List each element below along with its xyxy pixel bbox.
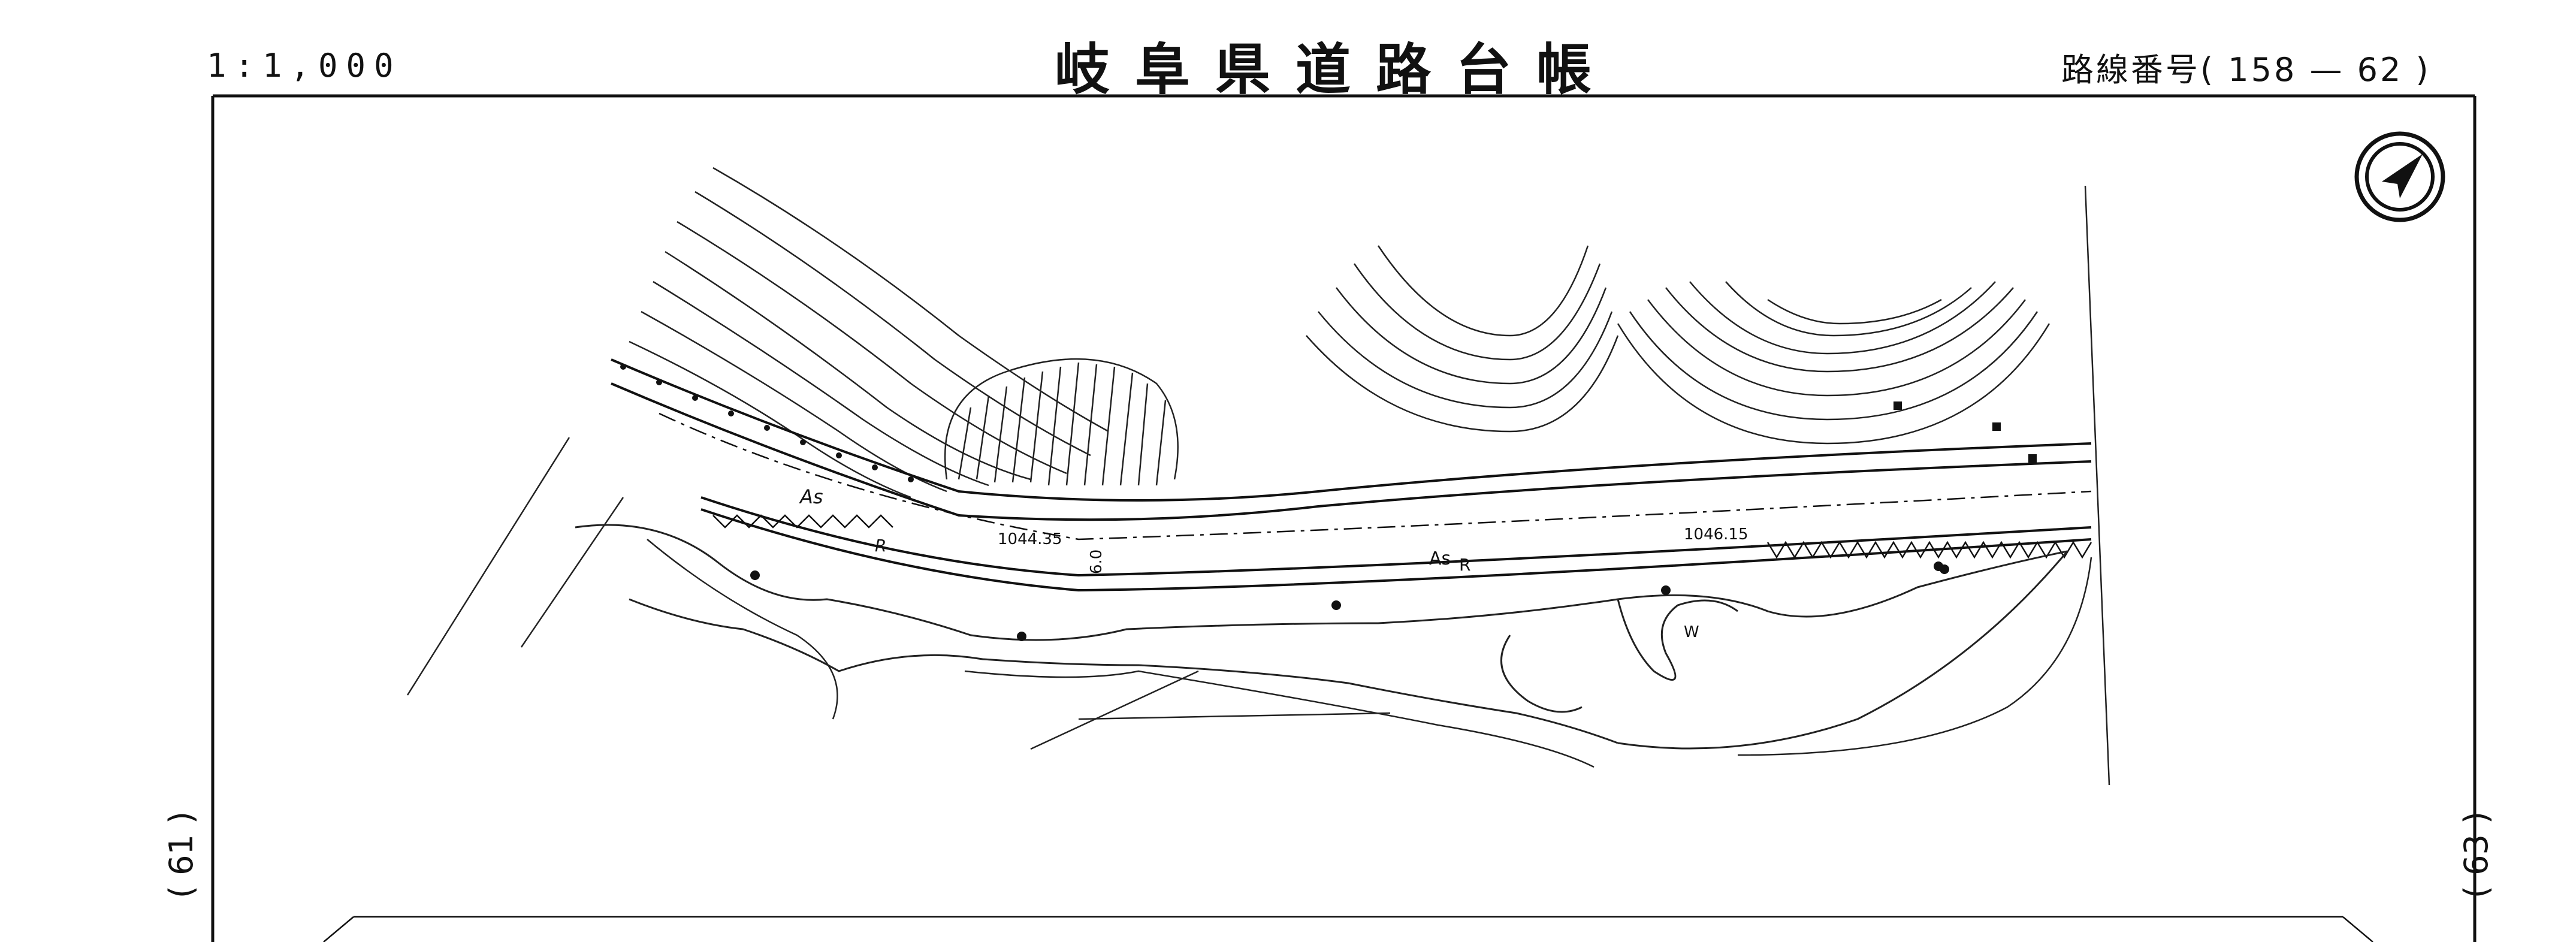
chainage-label-1046: 1046.15 bbox=[1684, 526, 1748, 544]
map-scale: 1:1,000 bbox=[207, 47, 402, 84]
river-banks bbox=[575, 524, 2068, 750]
road-center-line bbox=[659, 412, 2092, 541]
road bbox=[611, 358, 2092, 592]
contour-lines bbox=[629, 167, 2050, 499]
legend-box-outline bbox=[323, 916, 2373, 942]
r-label-1: R bbox=[875, 536, 886, 555]
route-number: 路線番号( 158 — 62 ) bbox=[2061, 51, 2431, 89]
retaining-wall bbox=[712, 514, 2092, 559]
map-symbols bbox=[750, 401, 2037, 641]
w-label: W bbox=[1684, 623, 1699, 641]
road-width-label: 6.0 bbox=[1088, 550, 1106, 574]
sheet-frame bbox=[211, 94, 2477, 942]
map-labels: 1044.35 1046.15 6.0 As As R R W bbox=[799, 485, 1748, 641]
r-label-2: R bbox=[1459, 555, 1470, 575]
surface-label-1: As bbox=[799, 485, 823, 508]
terrain-outline bbox=[406, 185, 2110, 786]
north-arrow-icon bbox=[2354, 131, 2445, 222]
guardrail bbox=[620, 364, 914, 482]
page-title: 岐阜県道路台帳 bbox=[1055, 38, 1617, 102]
cut-slope bbox=[944, 358, 1179, 486]
surface-label-2: As bbox=[1429, 548, 1451, 569]
chainage-label-1044: 1044.35 bbox=[998, 530, 1062, 548]
